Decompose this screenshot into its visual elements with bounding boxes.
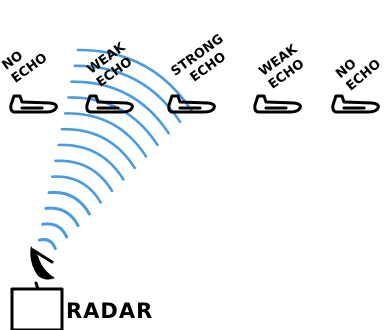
beam-wavefront: [43, 224, 67, 237]
airplane-icon: [255, 96, 301, 112]
airplane-icon: [333, 96, 379, 112]
aircraft-weak-echo-right: WEAK ECHO: [255, 41, 311, 112]
aircraft-no-echo-left: NO ECHO: [0, 38, 56, 112]
echo-label: NO ECHO: [333, 44, 384, 94]
radar-label: RADAR: [66, 299, 153, 323]
beam-wavefront: [39, 240, 55, 249]
echo-label: NO ECHO: [0, 38, 50, 87]
aircraft-strong-echo: STRONG ECHO: [168, 32, 235, 112]
echo-label: STRONG ECHO: [168, 32, 235, 93]
airplane-icon: [11, 96, 57, 112]
radar-housing: [12, 289, 62, 330]
radar-station: RADAR: [12, 246, 153, 330]
beam-wavefront: [49, 192, 89, 214]
aircraft-no-echo-right: NO ECHO: [333, 44, 384, 112]
radar-mast: [36, 283, 38, 289]
echo-label: WEAK ECHO: [256, 41, 310, 92]
